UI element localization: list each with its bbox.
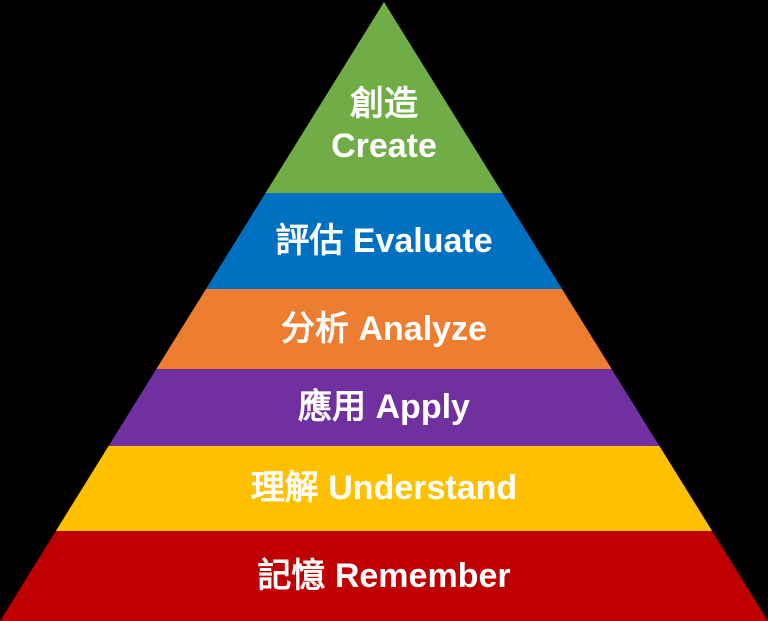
pyramid-level-create: 創造 Create [0,2,768,193]
pyramid-level-apply: 應用 Apply [0,369,768,446]
level-label-remember: 記憶 Remember [257,556,511,595]
pyramid-level-remember: 記憶 Remember [0,531,768,621]
level-label-create-zh: 創造 [350,84,418,123]
level-label-apply: 應用 Apply [298,388,470,427]
level-label-analyze: 分析 Analyze [281,309,487,348]
level-label-understand: 理解 Understand [250,469,518,508]
pyramid-level-understand: 理解 Understand [0,446,768,531]
level-label-create: 創造 Create [331,83,437,168]
level-label-create-en: Create [331,127,437,165]
level-label-evaluate: 評估 Evaluate [275,221,493,260]
pyramid-level-analyze: 分析 Analyze [0,289,768,369]
pyramid-level-evaluate: 評估 Evaluate [0,193,768,289]
